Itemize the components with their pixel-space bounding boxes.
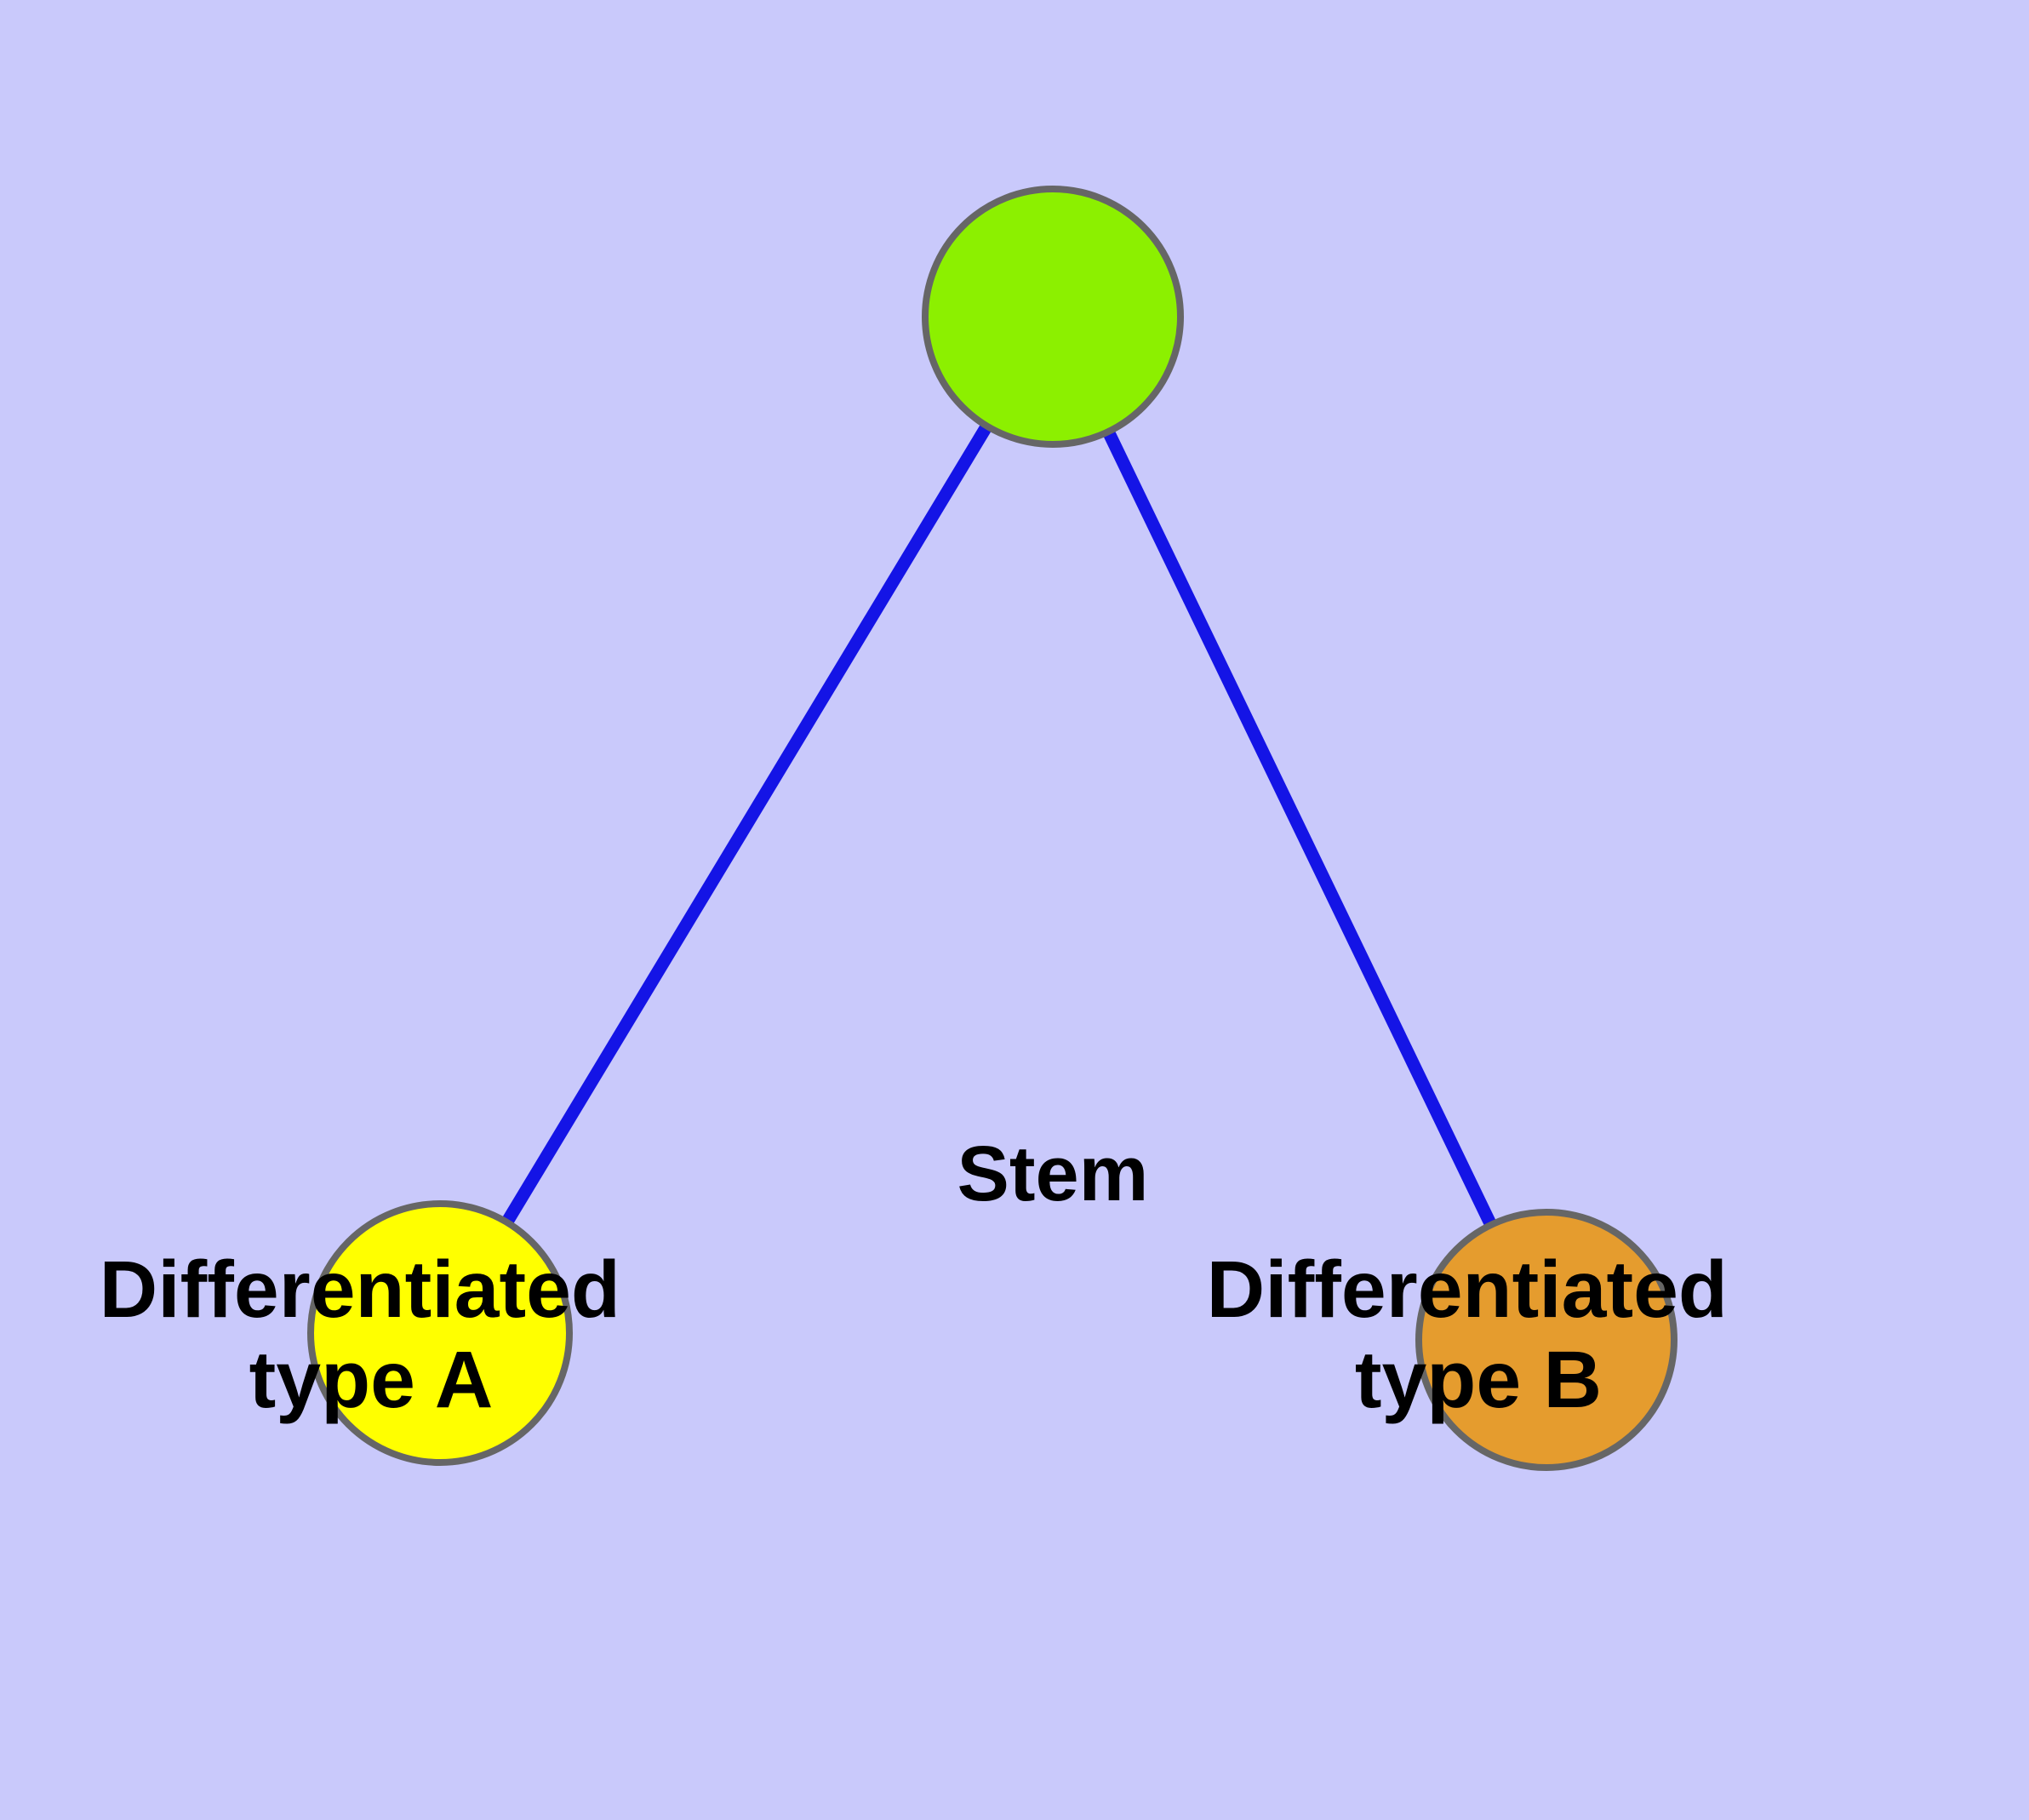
edge-stem-to-differentiated-type-b[interactable]: [1047, 313, 1552, 1343]
node-label-differentiated-type-a: Differentiated type A: [100, 1245, 643, 1425]
node-label-differentiated-type-a-line-2: type A: [249, 1335, 494, 1425]
node-label-differentiated-type-b: Differentiated type B: [1207, 1245, 1751, 1425]
node-label-stem-line-1: Stem: [957, 1130, 1149, 1217]
label-layer: Stem Differentiated type A Differentiate…: [100, 1130, 1751, 1425]
edge-stem-to-differentiated-type-a[interactable]: [434, 313, 1059, 1336]
node-label-differentiated-type-b-line-1: Differentiated: [1207, 1245, 1728, 1335]
node-stem[interactable]: [922, 186, 1184, 448]
edge-layer: [434, 313, 1552, 1343]
node-differentiated-type-b[interactable]: [1415, 1209, 1677, 1471]
node-label-differentiated-type-a-line-1: Differentiated: [100, 1245, 620, 1335]
node-label-stem: Stem: [957, 1130, 1149, 1217]
node-layer: [307, 186, 1677, 1471]
node-label-differentiated-type-b-line-2: type B: [1355, 1335, 1602, 1425]
node-differentiated-type-a[interactable]: [307, 1200, 573, 1466]
